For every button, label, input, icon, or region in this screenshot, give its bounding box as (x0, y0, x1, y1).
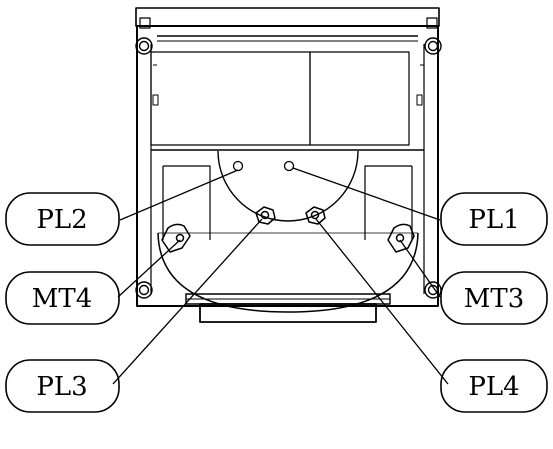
callout-pl2-label: PL2 (36, 205, 87, 235)
callout-pl2-frame (5, 192, 120, 246)
callout-pl1-label: PL1 (468, 205, 519, 235)
lower-compartment (162, 165, 413, 240)
nut-fittings (255, 206, 326, 225)
callout-pl3-label: PL3 (36, 372, 87, 402)
corner-rollers (135, 37, 442, 299)
callout-pl4-frame (440, 359, 548, 413)
callout-mt4-frame (5, 271, 120, 325)
callout-pl4-label: PL4 (468, 372, 519, 402)
callout-pl1-frame (440, 192, 548, 246)
callout-pl3-frame (5, 359, 120, 413)
callout-mt3-label: MT3 (464, 284, 525, 314)
upper-panels (150, 51, 424, 146)
bottom-tray (185, 293, 391, 323)
drum-housing (157, 150, 419, 313)
motor-brackets (161, 223, 415, 253)
callout-mt3-frame (440, 271, 548, 325)
callout-mt4-label: MT4 (32, 284, 93, 314)
port-fittings (232, 160, 295, 172)
leader-lines (112, 167, 449, 385)
